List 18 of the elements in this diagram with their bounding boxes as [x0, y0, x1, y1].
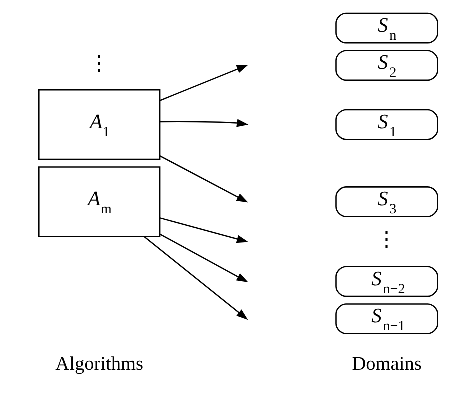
node-box: S$_{n−2}$: [335, 266, 438, 298]
node-box: A$_{m}$: [38, 166, 160, 238]
label: ⋮: [88, 54, 110, 76]
node-box: S$_{1}$: [335, 109, 438, 140]
arrow: [143, 236, 248, 320]
arrow: [159, 156, 248, 203]
label: Domains: [352, 354, 422, 375]
arrow: [159, 234, 248, 283]
arrow: [160, 218, 248, 244]
arrow: [160, 64, 248, 102]
label: Algorithms: [55, 354, 144, 375]
arrow: [160, 119, 248, 128]
node-box: S$_{3}$: [335, 186, 438, 218]
node-box: S$_{n−1}$: [335, 304, 438, 334]
node-box: S$_{2}$: [335, 50, 438, 82]
label: ⋮: [376, 230, 398, 252]
node-box: S$_{n}$: [335, 12, 438, 44]
node-box: A$_{1}$: [38, 89, 160, 160]
